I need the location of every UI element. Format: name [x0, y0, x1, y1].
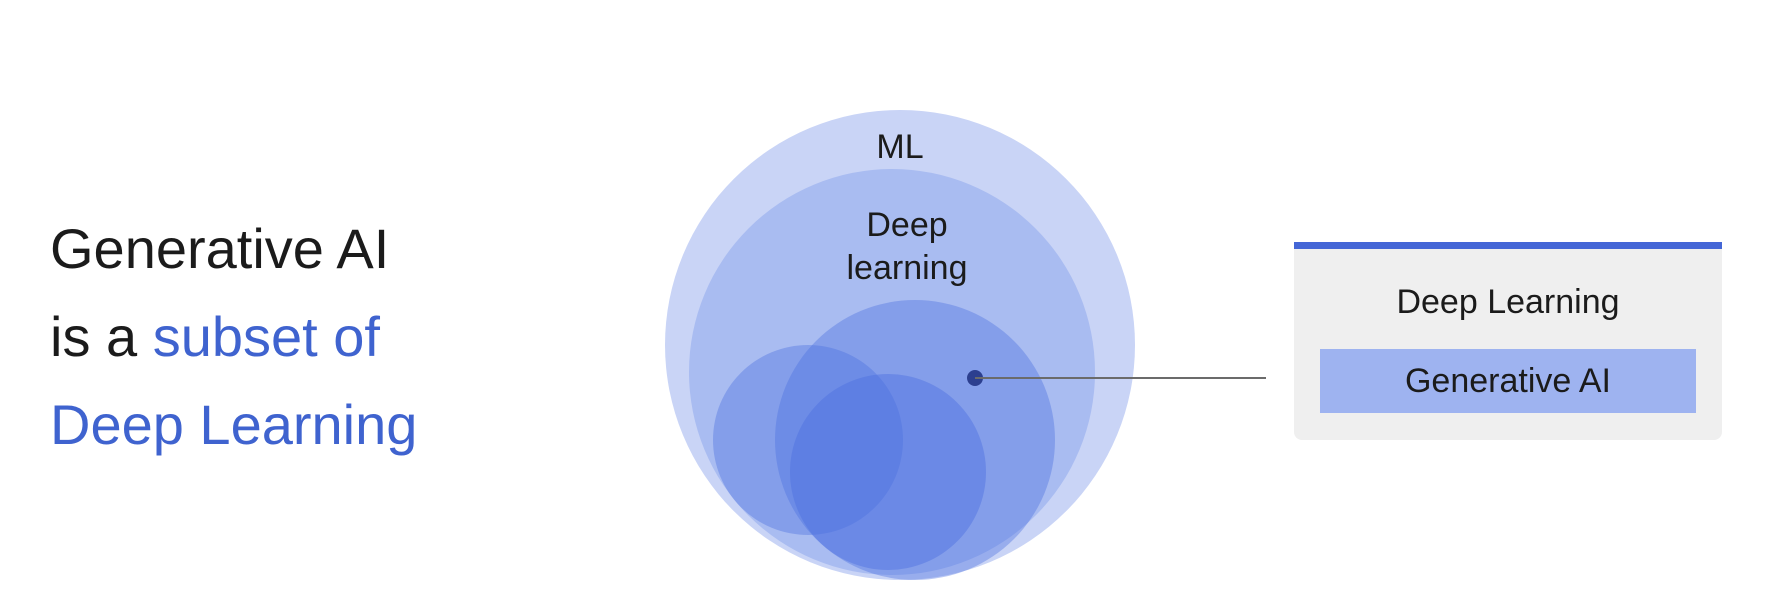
- generative-circle-bottom: [790, 374, 986, 570]
- legend-item-generative-ai: Generative AI: [1320, 349, 1696, 413]
- headline-line-2-prefix: is a: [50, 305, 153, 368]
- ml-label: ML: [876, 128, 923, 166]
- headline: Generative AI is a subset of Deep Learni…: [50, 205, 417, 469]
- deep-learning-label-line1: Deep: [866, 206, 947, 244]
- generative-circle-large: [775, 300, 1055, 580]
- deep-learning-label-line2: learning: [847, 249, 968, 287]
- headline-line-2: is a subset of: [50, 293, 417, 381]
- generative-circle-left: [713, 345, 903, 535]
- headline-line-1: Generative AI: [50, 217, 390, 280]
- legend-card: Deep Learning Generative AI: [1294, 242, 1722, 440]
- deep-learning-circle: [689, 169, 1095, 575]
- headline-line-2-accent: subset of: [152, 305, 380, 368]
- headline-line-3: Deep Learning: [50, 393, 418, 456]
- legend-title: Deep Learning: [1396, 283, 1620, 321]
